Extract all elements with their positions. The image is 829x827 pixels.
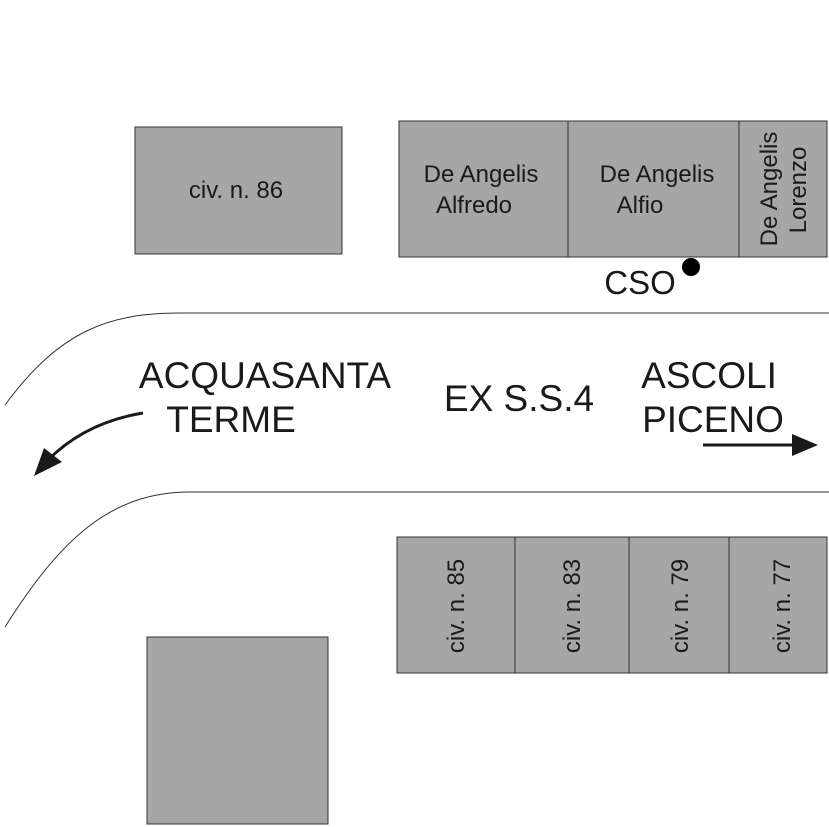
- west-arrow-head-icon: [34, 448, 62, 476]
- west-direction-label-1: ACQUASANTA: [139, 355, 392, 396]
- building-de-angelis-alfio: [567, 120, 740, 258]
- building-de-angelis-alfio-label-2: Alfio: [617, 192, 664, 219]
- west-arrow-icon: [46, 411, 144, 462]
- road-north-edge: [4, 312, 829, 406]
- building-civ-79-label: civ. n. 79: [667, 559, 694, 653]
- building-civ-77-label: civ. n. 77: [769, 559, 796, 653]
- building-civ-85: [396, 536, 516, 674]
- building-de-angelis-alfredo-label-1: De Angelis: [424, 161, 539, 188]
- building-civ-85-label: civ. n. 85: [443, 559, 470, 653]
- building-civ-77: [728, 536, 828, 674]
- building-de-angelis-alfredo-label-2: Alfredo: [436, 192, 512, 219]
- building-de-angelis-alfredo: [398, 120, 569, 258]
- road-south-edge: [4, 491, 829, 628]
- cso-marker-label: CSO: [604, 264, 676, 301]
- building-civ-86-label: civ. n. 86: [189, 177, 283, 204]
- road-name-label: EX S.S.4: [444, 378, 594, 419]
- building-de-angelis-lorenzo-label-2: Lorenzo: [785, 147, 812, 234]
- building-civ-79: [628, 536, 730, 674]
- east-arrow-head-icon: [792, 434, 818, 456]
- building-de-angelis-lorenzo-label-1: De Angelis: [756, 132, 783, 247]
- building-civ-83: [514, 536, 630, 674]
- building-de-angelis-alfio-label-1: De Angelis: [600, 161, 715, 188]
- west-direction-label-2: TERME: [166, 399, 296, 440]
- building-unlabeled: [146, 636, 329, 825]
- east-direction-label-1: ASCOLI: [641, 355, 777, 396]
- east-direction-label-2: PICENO: [642, 399, 784, 440]
- building-civ-86: [134, 126, 343, 255]
- cso-marker-dot: [682, 258, 700, 276]
- building-de-angelis-lorenzo: [738, 120, 828, 258]
- building-civ-83-label: civ. n. 83: [559, 559, 586, 653]
